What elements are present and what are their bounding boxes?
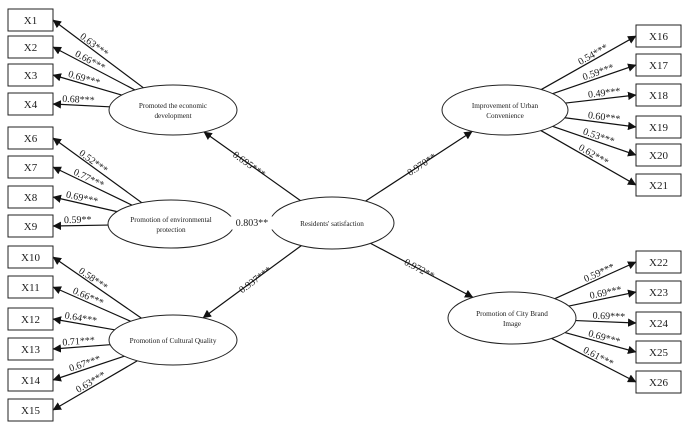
indicator-x12-label: X12	[21, 314, 40, 326]
indicator-x7-label: X7	[24, 162, 38, 174]
indicator-x9-label: X9	[24, 221, 38, 233]
indicator-x10-label: X10	[21, 252, 40, 264]
indicator-x4-loading: 0.68***	[62, 94, 95, 107]
construct-4-node	[442, 85, 568, 135]
construct-5-node	[448, 292, 576, 344]
indicator-x13-label: X13	[21, 344, 40, 356]
construct-1-label: development	[154, 112, 191, 120]
indicator-x19-loading: 0.60***	[587, 110, 621, 125]
indicator-x1-label: X1	[24, 15, 37, 27]
construct-4-path-coefficient: 0.970**	[405, 152, 438, 179]
indicator-x11-label: X11	[21, 282, 40, 294]
construct-2-node	[108, 200, 234, 248]
indicator-x17-label: X17	[649, 60, 668, 72]
indicator-x22-loading: 0.59***	[582, 262, 616, 285]
indicator-x23-label: X23	[649, 287, 668, 299]
indicator-x26-loading: 0.61***	[581, 345, 615, 370]
construct-3-label: Promotion of Cultural Quality	[130, 337, 217, 345]
indicator-x8-label: X8	[24, 192, 38, 204]
construct-1-label: Promoted the economic	[139, 102, 207, 110]
indicator-x21-label: X21	[649, 180, 668, 192]
construct-1-node	[109, 85, 237, 135]
indicator-x21-loading: 0.62***	[576, 142, 610, 168]
construct-2-label: protection	[156, 226, 186, 234]
indicator-x14-label: X14	[21, 375, 40, 387]
indicator-x15-loading: 0.63***	[74, 370, 108, 396]
construct-5-path-coefficient: 0.972**	[402, 257, 436, 282]
indicator-x18-label: X18	[649, 90, 668, 102]
construct-4-label: Improvement of Urban	[472, 102, 539, 110]
indicator-x20-label: X20	[649, 150, 668, 162]
indicator-x26-label: X26	[649, 377, 668, 389]
indicator-x25-loading: 0.69***	[587, 328, 621, 347]
indicator-x18-loading: 0.49***	[587, 86, 621, 101]
nodes-layer: Residents' satisfaction Promoted the econ…	[8, 9, 681, 421]
residents-satisfaction-label: Residents' satisfaction	[300, 220, 364, 228]
construct-3-path-coefficient: 0.937***	[237, 265, 274, 296]
construct-4-label: Convenience	[486, 112, 524, 120]
indicator-x9-loading: 0.59**	[64, 215, 92, 226]
construct-2-label: Promotion of environmental	[130, 216, 211, 224]
indicator-x14-loading: 0.67***	[68, 354, 102, 375]
indicator-x15-label: X15	[21, 405, 40, 417]
construct-5-label: Image	[503, 320, 521, 328]
indicator-x4-label: X4	[24, 99, 38, 111]
indicator-x24-loading: 0.69***	[592, 311, 625, 323]
indicator-x19-label: X19	[649, 122, 668, 134]
indicator-x3-loading: 0.69***	[67, 69, 101, 89]
indicator-x6-label: X6	[24, 133, 38, 145]
indicator-x25-label: X25	[649, 347, 668, 359]
indicator-x8-loading: 0.69***	[65, 189, 99, 207]
indicator-x3-label: X3	[24, 70, 38, 82]
construct-5-label: Promotion of City Brand	[476, 310, 548, 318]
construct-2-path-coefficient: 0.803**	[236, 218, 269, 229]
indicator-x24-label: X24	[649, 318, 668, 330]
indicator-x22-label: X22	[649, 257, 668, 269]
indicator-x17-loading: 0.59***	[581, 62, 615, 83]
construct-1-path-coefficient: 0.695***	[230, 150, 267, 181]
indicator-x16-label: X16	[649, 31, 668, 43]
indicator-x23-loading: 0.69***	[589, 284, 623, 301]
indicator-x2-label: X2	[24, 42, 37, 54]
